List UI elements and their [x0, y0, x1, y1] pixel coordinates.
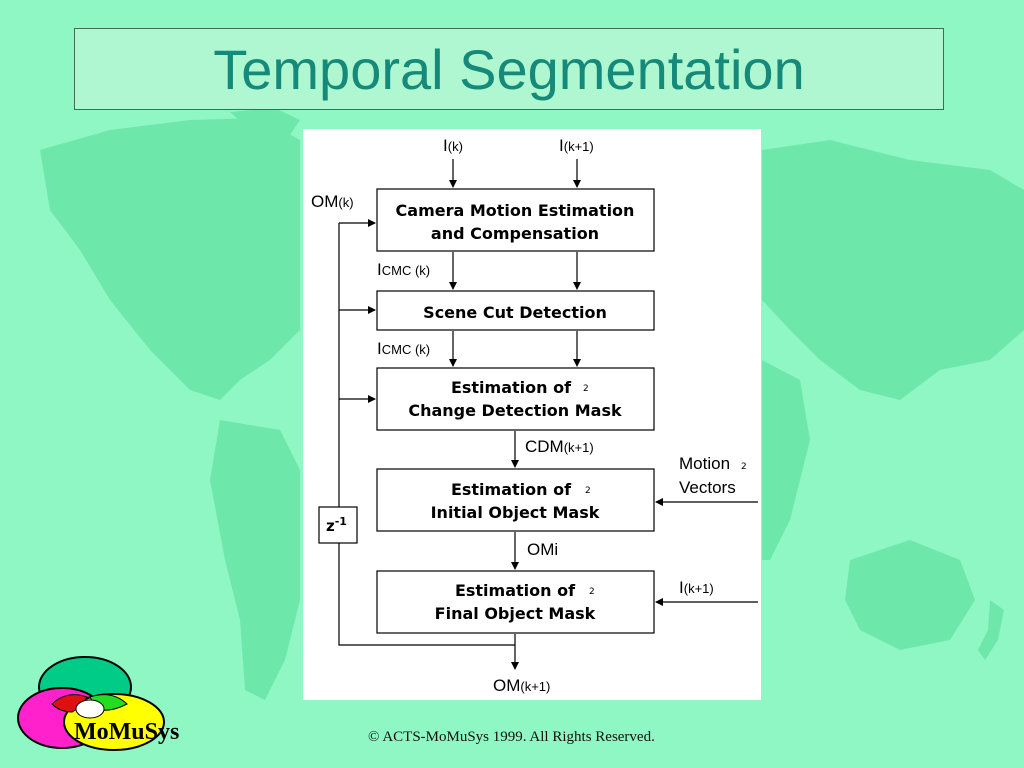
icmc-label-2: ICMC (k) — [377, 339, 430, 358]
copyright-text: © ACTS-MoMuSys 1999. All Rights Reserved… — [368, 729, 655, 745]
initial-mask-box — [376, 468, 655, 532]
stray-mark-1: 2 — [583, 384, 589, 394]
camera-box-line2: and Compensation — [431, 224, 599, 243]
cdm-box-line2: Change Detection Mask — [408, 401, 622, 420]
final-mask-box — [376, 570, 655, 634]
logo-white-center — [75, 699, 105, 719]
stray-mark-3: 2 — [741, 462, 747, 472]
icmc-label-1: ICMC (k) — [377, 260, 430, 279]
cdm-box — [376, 367, 655, 431]
north-america-shape — [40, 118, 300, 400]
input-ik1-label: I(k+1) — [559, 136, 594, 155]
output-om-label: OM(k+1) — [493, 676, 550, 695]
south-america-shape — [210, 420, 300, 700]
camera-motion-box — [376, 188, 655, 252]
cdm-label: CDM(k+1) — [525, 437, 594, 456]
delay-box — [318, 506, 358, 544]
diagram-panel: I(k) I(k+1) OM(k) Camera Motion Estimati… — [303, 129, 761, 700]
final-box-line2: Final Object Mask — [435, 604, 596, 623]
logo-text: MoMuSys — [74, 719, 179, 745]
omi-label: OMi — [527, 540, 558, 559]
cdm-box-line1: Estimation of — [451, 378, 572, 397]
europe-asia-shape — [762, 140, 1024, 400]
ik1-right-label: I(k+1) — [679, 578, 714, 597]
flow-diagram: I(k) I(k+1) OM(k) Camera Motion Estimati… — [311, 136, 758, 695]
title-box: Temporal Segmentation — [74, 28, 944, 110]
motion-label-line1: Motion — [679, 454, 730, 473]
australia-shape — [845, 540, 975, 650]
stray-mark-2: 2 — [585, 486, 591, 496]
input-ik-label: I(k) — [443, 136, 463, 155]
camera-box-line1: Camera Motion Estimation — [396, 201, 635, 220]
motion-label-line2: Vectors — [679, 478, 736, 497]
initial-box-line2: Initial Object Mask — [431, 503, 600, 522]
scene-cut-box — [376, 290, 655, 331]
stray-mark-4: 2 — [589, 587, 595, 597]
scene-cut-text: Scene Cut Detection — [423, 303, 607, 322]
nz-shape — [978, 600, 1004, 660]
momusys-logo: MoMuSys — [17, 656, 179, 751]
africa-edge-shape — [762, 360, 810, 560]
input-om-label: OM(k) — [311, 192, 354, 211]
final-box-line1: Estimation of — [455, 581, 576, 600]
slide-title: Temporal Segmentation — [213, 37, 805, 101]
delay-label: z-1 — [326, 515, 347, 535]
greenland-shape — [230, 108, 300, 135]
feedback-line-bottom — [338, 543, 515, 646]
initial-box-line1: Estimation of — [451, 480, 572, 499]
